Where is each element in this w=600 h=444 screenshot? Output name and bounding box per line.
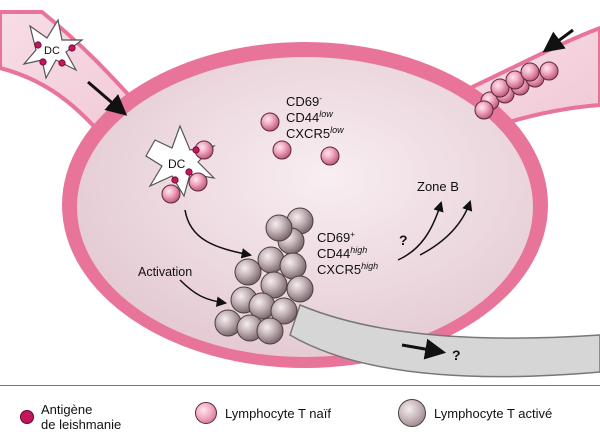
antigen-icon [20,410,34,424]
exit-arrow [401,338,447,360]
dendritic-cell-top: DC [22,18,84,80]
active-marker-1: CD69 [317,230,350,245]
efferent-arrow [542,28,574,53]
zone-b-arrow-right [419,200,473,256]
active-marker-1-sup: + [350,230,355,239]
legend-active: Lymphocyte T activé [398,399,552,427]
dendritic-cell-center: DC [145,124,216,204]
naive-marker-3-sup: low [330,125,344,135]
question-mark-zone: ? [399,232,408,248]
active-cell-icon [398,399,426,427]
legend-naive: Lymphocyte T naïf [195,402,331,424]
svg-text:CD69-: CD69- [286,94,322,109]
naive-marker-1-sup: - [319,94,322,103]
lymph-node [62,42,548,368]
naive-marker-3: CXCR5 [286,126,330,141]
legend-naive-label: Lymphocyte T naïf [225,405,331,421]
naive-marker-1: CD69 [286,94,319,109]
legend-antigen-line2: de leishmanie [41,417,122,432]
naive-cell-icon [195,402,217,424]
active-marker-2: CD44 [317,246,350,261]
svg-text:CXCR5high: CXCR5high [317,261,378,277]
dc-top-label: DC [44,45,60,57]
active-marker-2-sup: high [350,245,367,255]
activation-label: Activation [138,265,192,279]
naive-cells-free [260,112,340,166]
zone-b-arrow-left [397,200,444,261]
activation-arrow [179,279,228,307]
naive-markers: CD69- CD44low CXCR5low [286,94,344,141]
afferent-arrow [87,80,128,116]
legend-active-label: Lymphocyte T activé [434,405,553,421]
vessel-naive-cluster [474,61,559,120]
legend: Antigène de leishmanie Lymphocyte T naïf… [0,385,600,444]
activated-cell-cluster [214,207,314,345]
svg-text:CXCR5low: CXCR5low [286,125,344,141]
naive-marker-2-sup: low [319,109,333,119]
dc-center-label: DC [168,157,186,171]
svg-text:CD69+: CD69+ [317,230,355,245]
active-marker-3-sup: high [361,261,378,271]
active-markers: CD69+ CD44high CXCR5high [317,230,378,277]
legend-antigen-line1: Antigène [41,402,93,417]
zone-b-label: Zone B [417,179,459,194]
dc-to-cluster-arrow [184,209,253,259]
svg-text:CD44high: CD44high [317,245,367,261]
active-marker-3: CXCR5 [317,262,361,277]
naive-marker-2: CD44 [286,110,319,125]
question-mark-exit: ? [452,347,461,363]
legend-antigen: Antigène de leishmanie [20,402,121,432]
svg-text:CD44low: CD44low [286,109,333,125]
